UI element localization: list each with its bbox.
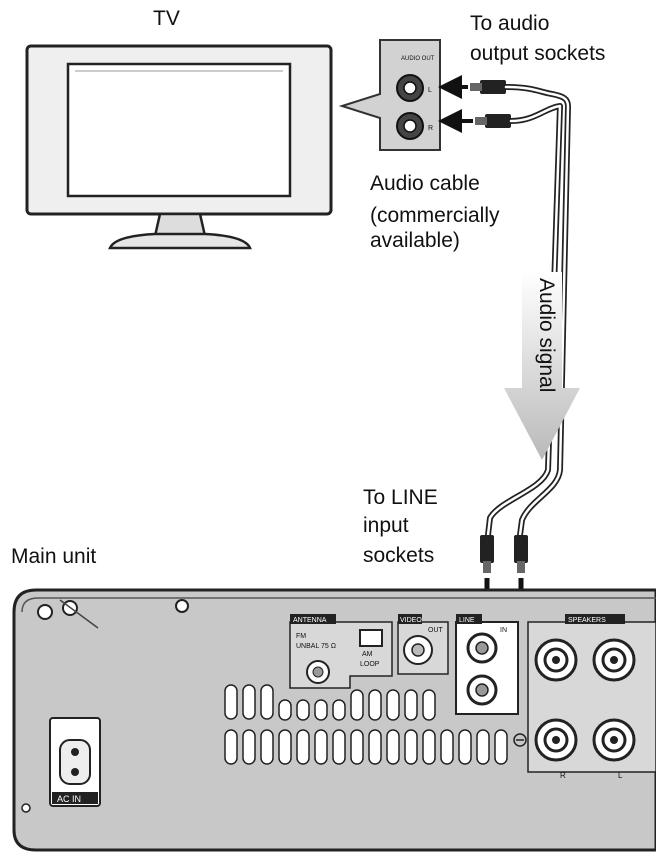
audio-signal-arrow	[504, 272, 580, 460]
audio-cable-label: Audio cable	[370, 172, 480, 195]
ac-in-label: AC IN	[57, 794, 81, 804]
video-out-label: OUT	[428, 627, 444, 634]
main-unit-label: Main unit	[11, 545, 97, 568]
speaker-l-label: L	[618, 771, 623, 780]
to-line-input-line1: To LINE	[363, 486, 438, 509]
line-label: LINE	[459, 617, 475, 624]
speakers-label: SPEAKERS	[568, 617, 606, 624]
tv-audio-out-panel	[338, 39, 441, 151]
audio-signal-label: Audio signal	[535, 278, 558, 393]
video-label: VIDEO	[400, 617, 422, 624]
to-audio-output-line2: output sockets	[470, 42, 606, 65]
antenna-label: ANTENNA	[293, 617, 327, 624]
tv-r-label: R	[428, 125, 433, 132]
tv-label: TV	[153, 7, 180, 30]
fm-label: FM	[296, 633, 306, 640]
tv-illustration	[25, 44, 333, 250]
commercially-available-line1: (commercially	[370, 204, 500, 227]
audio-cable	[485, 84, 571, 538]
speaker-r-label: R	[560, 771, 566, 780]
to-line-input-line3: sockets	[363, 544, 435, 567]
tv-end-plugs	[438, 75, 511, 133]
tv-l-label: L	[428, 87, 432, 94]
am-label: AM	[362, 651, 373, 658]
loop-label: LOOP	[360, 661, 380, 668]
line-in-label: IN	[500, 627, 507, 634]
to-audio-output-line1: To audio	[470, 12, 550, 35]
unbal-label: UNBAL 75 Ω	[296, 643, 336, 650]
main-unit-rear-panel	[12, 588, 656, 852]
tv-audio-out-label: AUDIO OUT	[401, 56, 435, 62]
to-line-input-line2: input	[363, 514, 409, 537]
commercially-available-line2: available)	[370, 229, 460, 252]
